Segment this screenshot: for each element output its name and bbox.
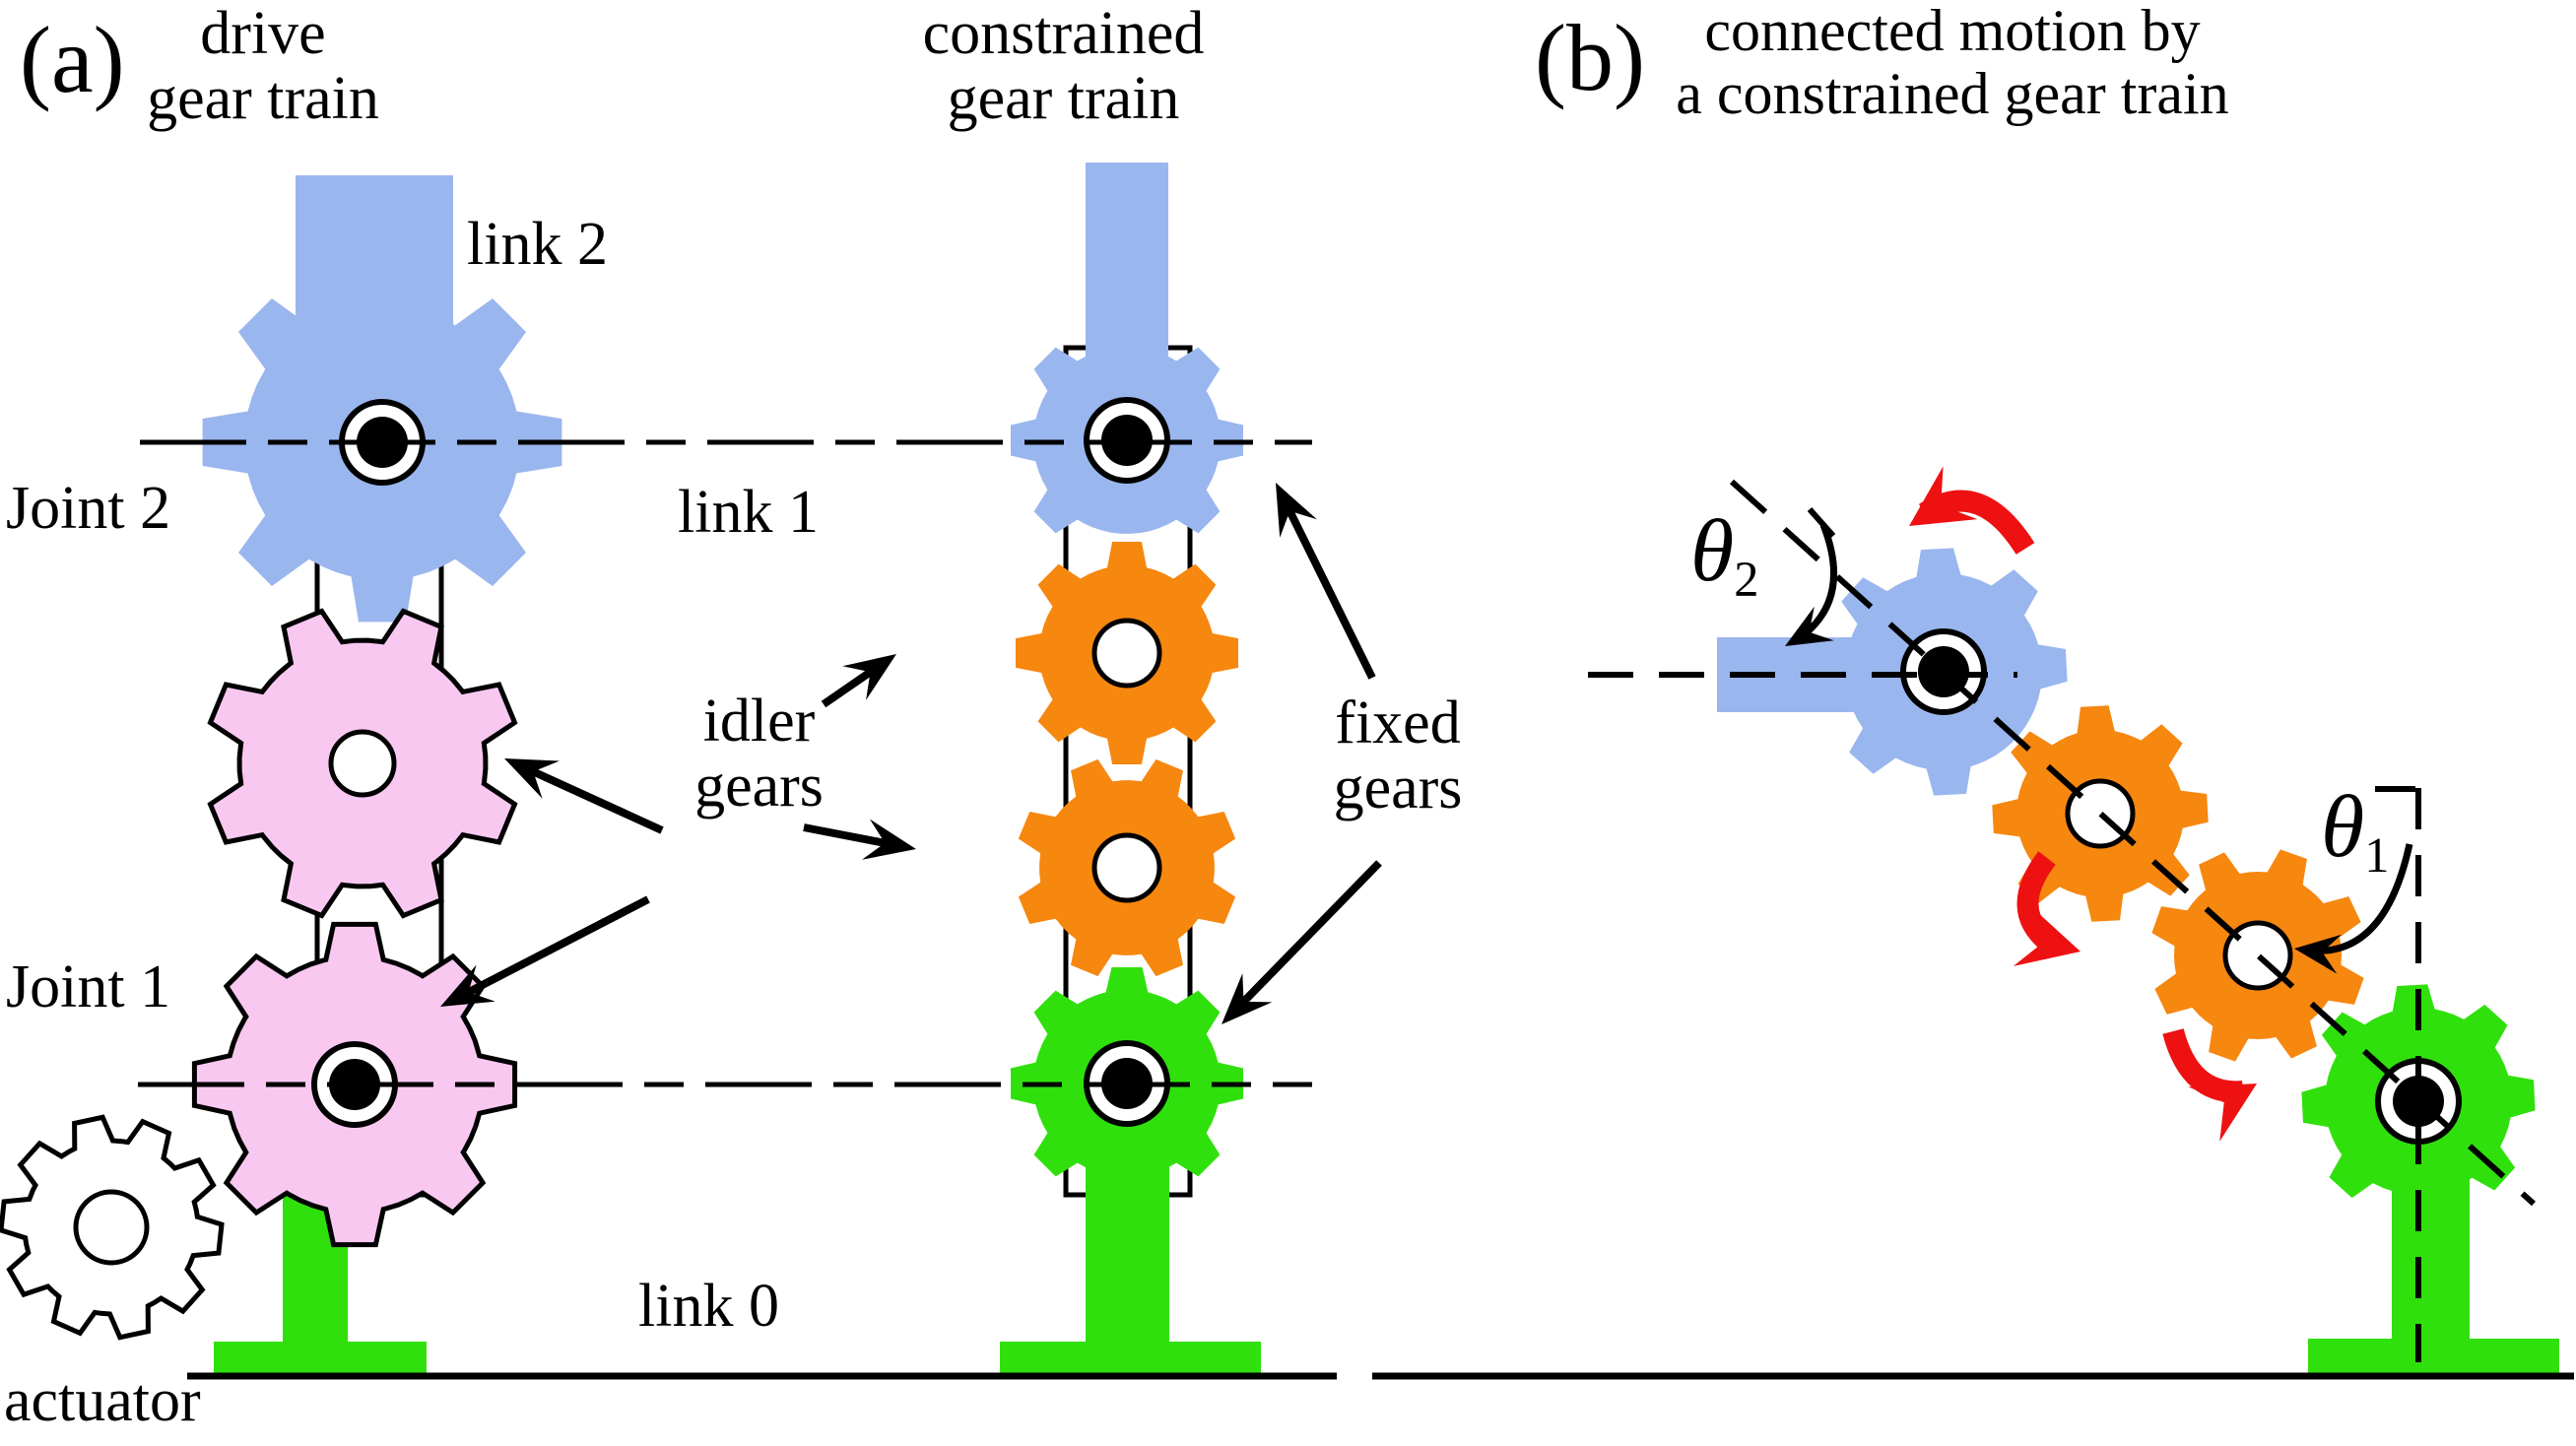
b-ground-stand-base: [2308, 1339, 2559, 1374]
link0-label: link 0: [638, 1273, 779, 1340]
theta2-subscript: 2: [1734, 552, 1759, 608]
fixed-label-line2: gears: [1333, 754, 1463, 822]
theta1-label: θ1: [2321, 776, 2389, 884]
panel-a-tag: (a): [20, 7, 125, 112]
link2-label: link 2: [467, 211, 608, 278]
theta1-symbol: θ: [2321, 778, 2365, 876]
theta1-subscript: 1: [2364, 827, 2390, 884]
link1-label: link 1: [678, 479, 819, 546]
drive-idler-gear-hole: [328, 729, 397, 798]
theta2-symbol: θ: [1690, 502, 1735, 600]
constrained-title-line1: constrained: [922, 0, 1205, 67]
idler-label-line2: gears: [694, 752, 824, 820]
drive-title-line2: gear train: [147, 64, 379, 132]
fixed-arrow-down-head: [1222, 973, 1273, 1024]
constrained-title-line2: gear train: [947, 64, 1180, 132]
theta1-angle-arrow-arc: [2309, 843, 2413, 954]
idler-arrow-upper-right-head: [842, 654, 896, 700]
constrained-orange-idler-2-hole: [1091, 832, 1162, 903]
idler-label-line1: idler: [702, 688, 816, 755]
joint2-label: Joint 2: [6, 475, 171, 542]
idler-arrow-lower-right-shaft: [803, 823, 893, 849]
joint1-label: Joint 1: [6, 953, 171, 1020]
theta1-angle-arrow-head: [2294, 934, 2343, 974]
fixed-arrow-up-shaft: [1283, 502, 1376, 680]
panel-b-tag: (b): [1535, 5, 1645, 110]
idler-arrow-upper-left-head: [504, 758, 560, 799]
fixed-arrow-down-shaft: [1235, 860, 1382, 1010]
idler-arrow-lower-right-head: [862, 819, 916, 860]
idler-arrow-lower-left-head: [440, 964, 495, 1007]
drive-title-line1: drive: [200, 0, 326, 67]
b-orange2-rotation-arrow-head: [2188, 1084, 2257, 1142]
idler-arrow-upper-right-shaft: [821, 664, 879, 708]
b-orange1-rotation-arrow-head: [2013, 905, 2081, 966]
theta2-label: θ2: [1690, 500, 1758, 608]
actuator-gear-hole: [73, 1189, 150, 1266]
constrained-orange-idler-1-hole: [1091, 618, 1162, 689]
theta2-corner-tick: [1807, 507, 1836, 538]
panel-b-title-line2: a constrained gear train: [1676, 60, 2229, 126]
fixed-label-line1: fixed: [1335, 690, 1461, 756]
constrained-ground-stand-base: [1000, 1342, 1261, 1376]
b-blue-rotation-arrow-head: [1909, 466, 1978, 526]
fixed-arrow-up-head: [1276, 483, 1317, 538]
actuator-label: actuator: [4, 1367, 201, 1434]
theta2-angle-arrow-head: [1785, 606, 1834, 646]
panel-b-title-line1: connected motion by: [1704, 0, 2201, 63]
idler-arrow-lower-left-shaft: [460, 895, 650, 1000]
idler-arrow-upper-left-shaft: [525, 764, 664, 834]
drive-ground-stand-base: [214, 1342, 427, 1376]
b-diagonal-dashed-line: [1729, 479, 2537, 1207]
b-orange1-rotation-arrow-arc: [2016, 851, 2057, 952]
